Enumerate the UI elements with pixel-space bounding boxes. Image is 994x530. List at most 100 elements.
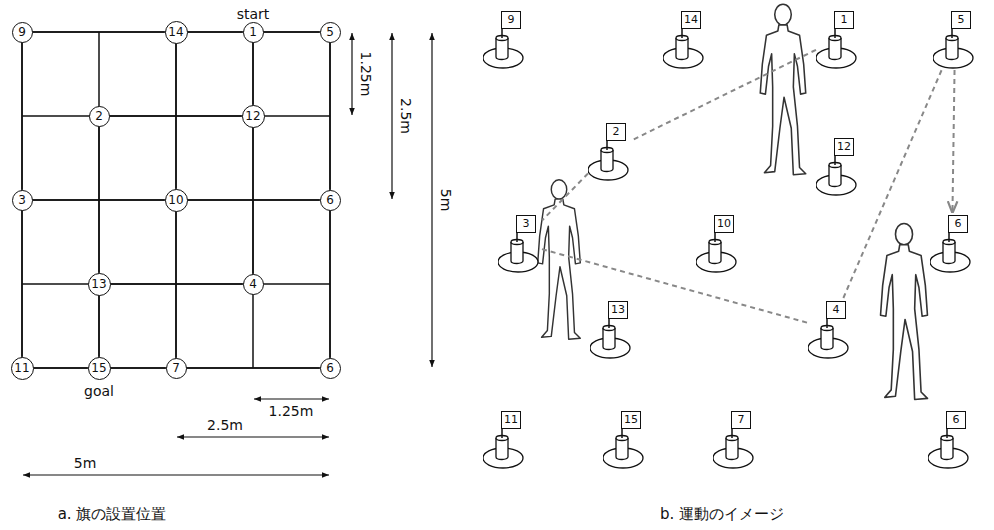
flag-cone: 13	[590, 298, 634, 360]
flag-cone: 15	[603, 408, 647, 470]
dimension-label: 5m	[73, 455, 98, 471]
grid-connector	[21, 211, 23, 357]
flag-cone: 3	[498, 212, 542, 274]
grid-connector	[329, 211, 331, 358]
grid-connector	[175, 44, 177, 189]
flag-number: 6	[326, 194, 334, 206]
flag-number: 14	[681, 11, 701, 29]
flag-number: 9	[18, 26, 26, 38]
cone-body	[676, 38, 688, 60]
flag-position-circle: 6	[320, 358, 341, 379]
cone-body	[496, 38, 508, 60]
flag-number: 11	[501, 411, 521, 429]
grid-connector	[34, 367, 88, 369]
flag-cone: 12	[816, 135, 860, 197]
cone-body	[726, 438, 738, 460]
flag-number: 1	[834, 11, 854, 29]
flag-cone: 6	[930, 212, 974, 274]
flag-cone: 10	[696, 212, 740, 274]
cone-body	[943, 242, 955, 264]
flag-number: 9	[501, 11, 521, 29]
flag-number: 6	[326, 362, 334, 374]
flag-position-circle: 3	[12, 190, 33, 211]
flag-position-circle: 4	[243, 274, 264, 295]
flag-number: 2	[95, 110, 103, 122]
cone-body	[821, 328, 833, 350]
dimension-label: 2.5m	[398, 97, 414, 135]
flag-number: 13	[91, 278, 106, 290]
flag-number: 5	[951, 11, 971, 29]
grid-connector	[111, 367, 166, 369]
dimension-label: start	[236, 6, 271, 22]
flag-cone: 7	[713, 408, 757, 470]
flag-position-circle: 13	[88, 273, 111, 296]
cone-body	[496, 438, 508, 460]
flag-cone: 2	[588, 120, 632, 182]
flag-number: 4	[826, 301, 846, 319]
cone-body	[511, 242, 523, 264]
flag-number: 6	[946, 411, 966, 429]
movement-path	[542, 173, 588, 220]
flag-number: 7	[172, 362, 180, 374]
flag-number: 3	[18, 194, 26, 206]
cone-body	[601, 150, 613, 172]
movement-path	[952, 70, 954, 212]
flag-number: 14	[168, 26, 183, 38]
movement-path	[542, 249, 808, 323]
cone-body	[709, 242, 721, 264]
cone-body	[946, 38, 958, 60]
movement-path	[843, 70, 941, 298]
flag-position-circle: 6	[320, 190, 341, 211]
flag-cone: 9	[483, 8, 527, 70]
flag-position-circle: 2	[89, 106, 110, 127]
flag-number: 13	[608, 301, 628, 319]
flag-number: 7	[731, 411, 751, 429]
movement-path	[632, 50, 816, 140]
walking-figures	[538, 4, 928, 399]
flag-number: 6	[948, 215, 968, 233]
flag-position-circle: 7	[166, 358, 187, 379]
flag-number: 15	[91, 362, 106, 374]
flag-position-circle: 12	[242, 105, 265, 128]
flag-number: 12	[834, 138, 854, 156]
grid-connector	[98, 296, 100, 357]
dimension-label: 1.25m	[358, 51, 374, 98]
flag-number: 3	[516, 215, 536, 233]
flag-cone: 1	[816, 8, 860, 70]
grid-connector	[187, 367, 320, 369]
figure-caption: a. 旗の設置位置	[57, 506, 168, 522]
grid-connector	[252, 43, 254, 105]
flag-number: 4	[249, 278, 257, 290]
flag-number: 10	[714, 215, 734, 233]
grid-connector	[264, 31, 320, 33]
flag-number: 2	[606, 123, 626, 141]
flag-position-circle: 11	[11, 357, 34, 380]
flag-position-circle: 15	[88, 357, 111, 380]
figure-caption: b. 運動のイメージ	[659, 506, 785, 522]
flag-number: 11	[14, 362, 29, 374]
dimension-label: 1.25m	[268, 403, 315, 419]
flag-position-circle: 14	[165, 21, 188, 44]
flag-cone: 14	[663, 8, 707, 70]
dimension-label: goal	[83, 383, 115, 399]
flag-number: 12	[245, 110, 260, 122]
flag-number: 10	[168, 194, 183, 206]
flag-number: 1	[249, 26, 257, 38]
cone-body	[941, 438, 953, 460]
grid-connector	[175, 212, 177, 358]
cone-body	[603, 328, 615, 350]
grid-lines	[22, 32, 330, 368]
flag-cone: 11	[483, 408, 527, 470]
flag-cone: 6	[928, 408, 972, 470]
flag-position-circle: 10	[165, 189, 188, 212]
flag-position-circle: 1	[243, 22, 264, 43]
flag-number: 15	[621, 411, 641, 429]
grid-connector	[329, 43, 331, 190]
flag-position-circle: 9	[12, 22, 33, 43]
dimension-arrows	[23, 33, 432, 475]
grid-connector	[21, 43, 23, 190]
grid-connector	[252, 128, 254, 274]
grid-connector	[188, 31, 243, 33]
flag-cone: 5	[933, 8, 977, 70]
